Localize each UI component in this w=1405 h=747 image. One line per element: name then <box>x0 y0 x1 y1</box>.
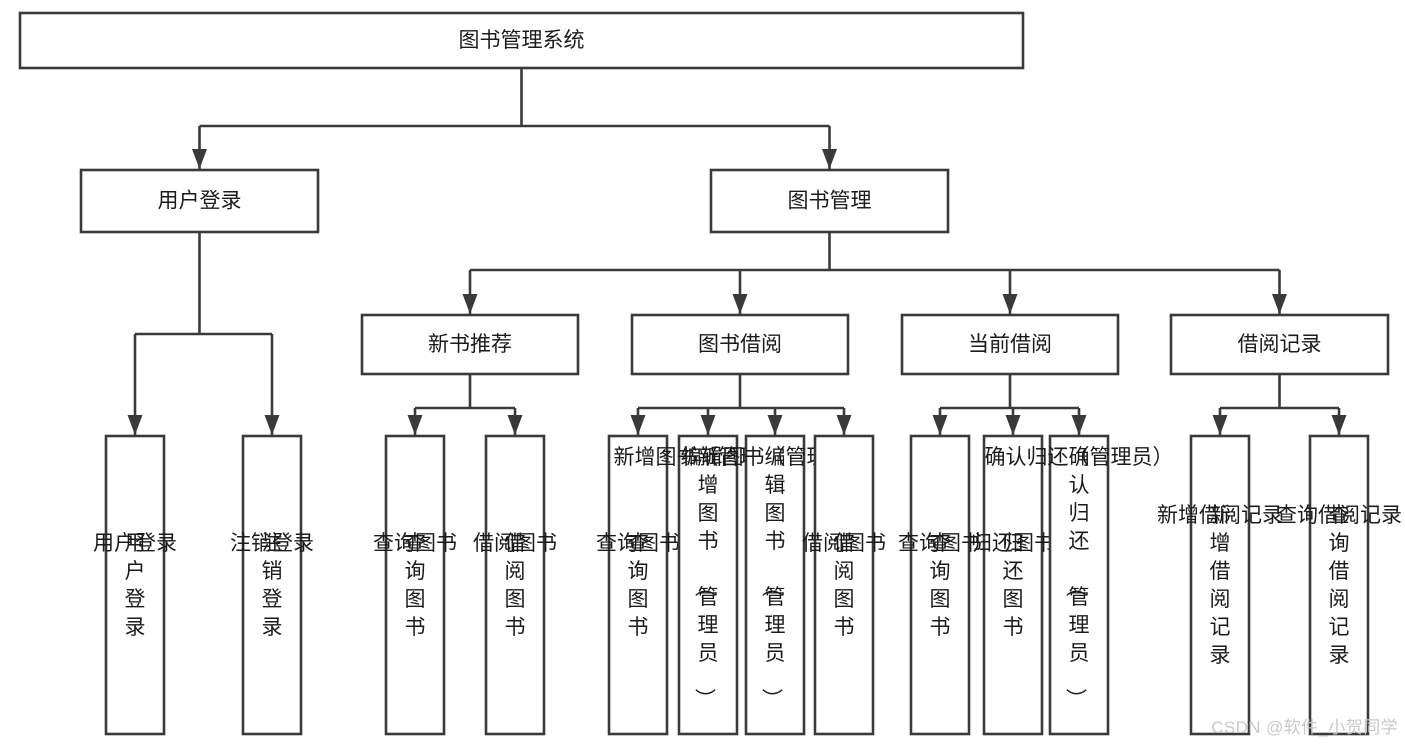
arrow-head-icon <box>407 415 423 435</box>
arrow-head-icon <box>462 294 478 314</box>
node-leaf-0-用户登录-rect <box>104 434 166 736</box>
node-leaf-4-查询图书-rect <box>607 434 669 736</box>
node-l3-图书借阅-rect <box>630 313 850 376</box>
node-leaf-6-编辑图书管理员-rect <box>744 434 806 736</box>
node-leaf-1-注销登录[interactable]: 注销登录注销登录 <box>230 434 314 736</box>
node-leaf-4-查询图书[interactable]: 查询图书查询图书 <box>596 434 680 736</box>
csdn-watermark: CSDN @软件_小贺同学 <box>1211 718 1398 737</box>
arrow-head-icon <box>1331 415 1347 435</box>
node-l2-图书管理[interactable]: 图书管理 <box>709 168 950 234</box>
arrow-head-icon <box>1272 294 1287 314</box>
arrow-head-icon <box>1002 294 1018 314</box>
arrow-head-icon <box>1212 415 1228 435</box>
node-l2-图书管理-label: 图书管理 <box>788 190 872 213</box>
node-l2-用户登录-label: 用户登录 <box>158 190 242 213</box>
node-l3-借阅记录[interactable]: 借阅记录 <box>1169 313 1390 376</box>
node-l3-新书推荐[interactable]: 新书推荐 <box>360 313 580 376</box>
arrow-head-icon <box>700 415 716 435</box>
node-l3-图书借阅[interactable]: 图书借阅 <box>630 313 850 376</box>
node-leaf-7-借阅图书-rect <box>813 434 875 736</box>
arrow-head-icon <box>127 415 143 435</box>
arrow-head-icon <box>836 415 852 435</box>
node-leaf-7-借阅图书[interactable]: 借阅图书借阅图书 <box>802 434 886 736</box>
arrow-head-icon <box>192 149 207 169</box>
node-l3-当前借阅-label: 当前借阅 <box>968 333 1052 356</box>
node-l3-图书借阅-label: 图书借阅 <box>698 333 782 356</box>
node-leaf-5-新增图书管理员-rect <box>677 434 739 736</box>
connectors-layer <box>127 68 1347 435</box>
node-leaf-12-查询借阅记录[interactable]: 查询借阅记录查询借阅记录 <box>1276 434 1402 736</box>
node-leaf-10-确认归还管理员-rect <box>1048 434 1110 736</box>
node-leaf-11-新增借阅记录[interactable]: 新增借阅记录新增借阅记录 <box>1157 434 1283 736</box>
node-leaf-0-用户登录[interactable]: 用户登录用户登录 <box>93 434 177 736</box>
node-leaf-8-查询图书[interactable]: 查询图书查询图书 <box>898 434 982 736</box>
node-l2-用户登录[interactable]: 用户登录 <box>79 168 320 234</box>
node-leaf-2-查询图书[interactable]: 查询图书查询图书 <box>373 434 457 736</box>
node-leaf-3-借阅图书[interactable]: 借阅图书借阅图书 <box>473 434 557 736</box>
arrow-head-icon <box>732 294 748 314</box>
arrow-head-icon <box>507 415 523 435</box>
node-leaf-1-注销登录-rect <box>241 434 303 736</box>
node-l3-新书推荐-label: 新书推荐 <box>428 333 512 356</box>
node-l3-借阅记录-label: 借阅记录 <box>1238 333 1322 356</box>
node-leaf-9-归还图书[interactable]: 归还图书归还图书 <box>971 434 1055 736</box>
node-l3-借阅记录-rect <box>1169 313 1390 376</box>
node-l2-用户登录-rect <box>79 168 320 234</box>
node-l3-当前借阅-rect <box>900 313 1120 376</box>
arrow-head-icon <box>1071 415 1087 435</box>
node-l2-图书管理-rect <box>709 168 950 234</box>
node-root-图书管理系统[interactable]: 图书管理系统 <box>18 11 1025 70</box>
node-root-图书管理系统-label: 图书管理系统 <box>459 29 585 52</box>
node-l3-新书推荐-rect <box>360 313 580 376</box>
arrow-head-icon <box>767 415 783 435</box>
node-leaf-12-查询借阅记录-rect <box>1308 434 1370 736</box>
node-leaf-3-借阅图书-rect <box>484 434 546 736</box>
node-leaf-2-查询图书-rect <box>384 434 446 736</box>
arrow-head-icon <box>1005 415 1021 435</box>
arrow-head-icon <box>630 415 646 435</box>
node-leaf-9-归还图书-rect <box>982 434 1044 736</box>
arrow-head-icon <box>932 415 948 435</box>
arrow-head-icon <box>822 149 837 169</box>
node-leaf-8-查询图书-rect <box>909 434 971 736</box>
node-l3-当前借阅[interactable]: 当前借阅 <box>900 313 1120 376</box>
arrow-head-icon <box>264 415 280 435</box>
node-root-图书管理系统-rect <box>18 11 1025 70</box>
node-leaf-11-新增借阅记录-rect <box>1189 434 1251 736</box>
